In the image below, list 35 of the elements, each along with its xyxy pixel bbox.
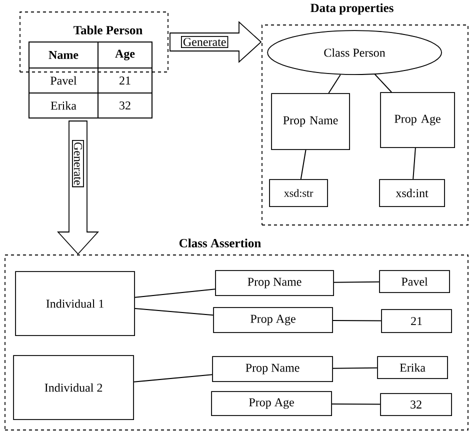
connector-line bbox=[134, 374, 213, 382]
connector-line bbox=[332, 403, 381, 405]
connector-line bbox=[134, 308, 214, 316]
table-cell: Age bbox=[98, 42, 152, 68]
edge-label: Generate bbox=[181, 36, 228, 48]
box: 32 bbox=[380, 393, 452, 416]
connector-line bbox=[134, 288, 216, 298]
table-cell: 21 bbox=[98, 68, 152, 94]
box: Pavel bbox=[379, 270, 450, 293]
node-label: Data properties bbox=[310, 3, 394, 15]
box: Prop Name bbox=[215, 270, 334, 296]
box: Individual 2 bbox=[13, 355, 134, 420]
node-label: Class Assertion bbox=[179, 238, 261, 248]
table-cell: 32 bbox=[98, 92, 152, 118]
property-box: Prop Age bbox=[380, 92, 455, 148]
box: Prop Age bbox=[213, 307, 333, 333]
connector-line bbox=[328, 74, 341, 94]
box: Prop Age bbox=[211, 391, 332, 416]
box: Prop Name bbox=[212, 356, 333, 382]
table-cell: Erika bbox=[28, 92, 98, 118]
connector-line bbox=[374, 74, 392, 93]
connector-line bbox=[332, 367, 378, 369]
connector-line bbox=[300, 150, 306, 180]
box: xsd:int bbox=[379, 179, 445, 207]
connector-line bbox=[412, 148, 416, 180]
table-cell: Pavel bbox=[28, 68, 98, 94]
box: Erika bbox=[377, 356, 448, 379]
connector-line bbox=[334, 281, 380, 283]
edge-label: Generate bbox=[72, 140, 84, 188]
property-box: Prop Name bbox=[271, 93, 350, 150]
box: Individual 1 bbox=[15, 271, 135, 336]
table-cell: Name bbox=[28, 42, 98, 68]
box: 21 bbox=[381, 309, 452, 333]
connector-line bbox=[332, 320, 382, 322]
box: xsd:str bbox=[269, 179, 328, 207]
